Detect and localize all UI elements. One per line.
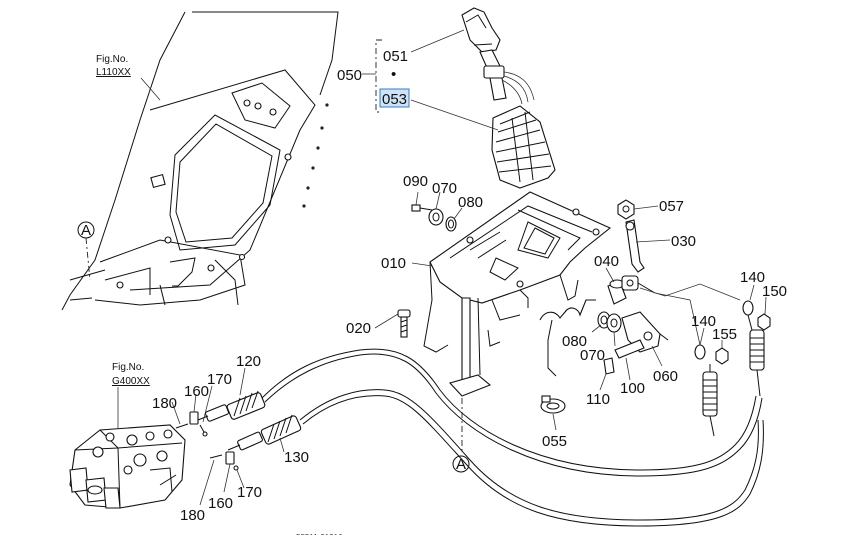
figure-ref-label: Fig.No. xyxy=(112,362,144,373)
figure-reference-frame[interactable]: Fig.No. L110XX xyxy=(96,54,161,101)
drawing-code: 55511-21216 xyxy=(296,533,343,535)
part-label-030[interactable]: 030 xyxy=(671,233,696,250)
pin-180-upper xyxy=(175,423,189,429)
pin-170-upper xyxy=(199,424,208,437)
rod-030 xyxy=(625,219,645,273)
part-label-110[interactable]: 110 xyxy=(586,391,610,408)
cable-end-right-upper xyxy=(749,329,765,397)
part-label-130[interactable]: 130 xyxy=(284,449,309,466)
figure-ref-number: G400XX xyxy=(112,376,150,387)
lever-bracket xyxy=(423,191,612,397)
cable-end-right-lower xyxy=(702,364,718,437)
figure-ref-label: Fig.No. xyxy=(96,54,128,65)
nut-150 xyxy=(757,313,771,331)
section-mark-a-top: A xyxy=(77,221,95,281)
bolt-110 xyxy=(603,357,615,375)
part-label-160-lower[interactable]: 160 xyxy=(208,495,233,512)
part-label-057[interactable]: 057 xyxy=(659,198,684,215)
part-label-053[interactable]: 053 xyxy=(382,91,407,108)
frame-panel xyxy=(61,11,339,311)
part-label-040[interactable]: 040 xyxy=(594,253,619,270)
ring-080 xyxy=(445,216,457,232)
part-label-180[interactable]: 180 xyxy=(152,395,177,412)
part-label-160[interactable]: 160 xyxy=(184,383,209,400)
part-label-055[interactable]: 055 xyxy=(542,433,567,450)
pin-170-lower xyxy=(233,465,239,471)
part-label-070-lower[interactable]: 070 xyxy=(580,347,605,364)
clevis-140-right xyxy=(742,300,754,331)
figure-reference-valve[interactable]: Fig.No. G400XX xyxy=(112,362,150,428)
washer-070-lower xyxy=(606,313,622,333)
part-label-051[interactable]: 051 xyxy=(383,48,408,65)
washer-070 xyxy=(428,208,444,226)
clevis-140-mid xyxy=(694,344,706,360)
assembly-group-050: 050 051 • 053 xyxy=(337,29,499,131)
leader-lines xyxy=(171,191,767,506)
part-label-020[interactable]: 020 xyxy=(346,320,371,337)
part-label-080-lower[interactable]: 080 xyxy=(562,333,587,350)
clip-160-lower xyxy=(225,451,235,465)
lever-boot xyxy=(491,105,556,189)
bolt-090 xyxy=(411,204,433,212)
part-label-080[interactable]: 080 xyxy=(458,194,483,211)
part-label-100[interactable]: 100 xyxy=(620,380,645,397)
bolt-020 xyxy=(397,309,411,338)
shift-lever xyxy=(461,7,535,105)
cable-fitting-130 xyxy=(227,414,302,451)
part-label-140-lower[interactable]: 140 xyxy=(691,313,716,330)
clamp-055 xyxy=(540,395,566,414)
group-label: 050 xyxy=(337,67,362,84)
part-label-060[interactable]: 060 xyxy=(653,368,678,385)
part-label-010[interactable]: 010 xyxy=(381,255,406,272)
highlight-box xyxy=(379,88,410,108)
pin-180-lower xyxy=(209,454,223,459)
section-mark-a-bottom: A xyxy=(452,398,470,473)
nut-057 xyxy=(617,199,635,220)
rod-end xyxy=(621,275,656,294)
control-cables xyxy=(261,283,764,527)
part-label-180-lower[interactable]: 180 xyxy=(180,507,205,524)
part-label-070[interactable]: 070 xyxy=(432,180,457,197)
section-mark-label: A xyxy=(81,222,91,239)
part-label-140[interactable]: 140 xyxy=(740,269,765,286)
pin-100 xyxy=(614,339,645,359)
arm-060 xyxy=(621,311,669,353)
nut-155 xyxy=(715,347,729,365)
control-valve xyxy=(69,424,186,509)
part-label-170[interactable]: 170 xyxy=(207,371,232,388)
figure-ref-number: L110XX xyxy=(96,67,131,78)
section-mark-label: A xyxy=(456,456,466,473)
part-label-150[interactable]: 150 xyxy=(762,283,787,300)
part-labels: 090 070 080 057 030 010 040 140 150 020 … xyxy=(152,173,787,524)
clip-160-upper xyxy=(189,411,199,425)
part-label-170-lower[interactable]: 170 xyxy=(237,484,262,501)
cable-fitting-120 xyxy=(197,390,266,422)
part-label-120[interactable]: 120 xyxy=(236,353,261,370)
part-label-090[interactable]: 090 xyxy=(403,173,428,190)
part-label-155[interactable]: 155 xyxy=(712,326,737,343)
group-dot: • xyxy=(391,66,396,83)
